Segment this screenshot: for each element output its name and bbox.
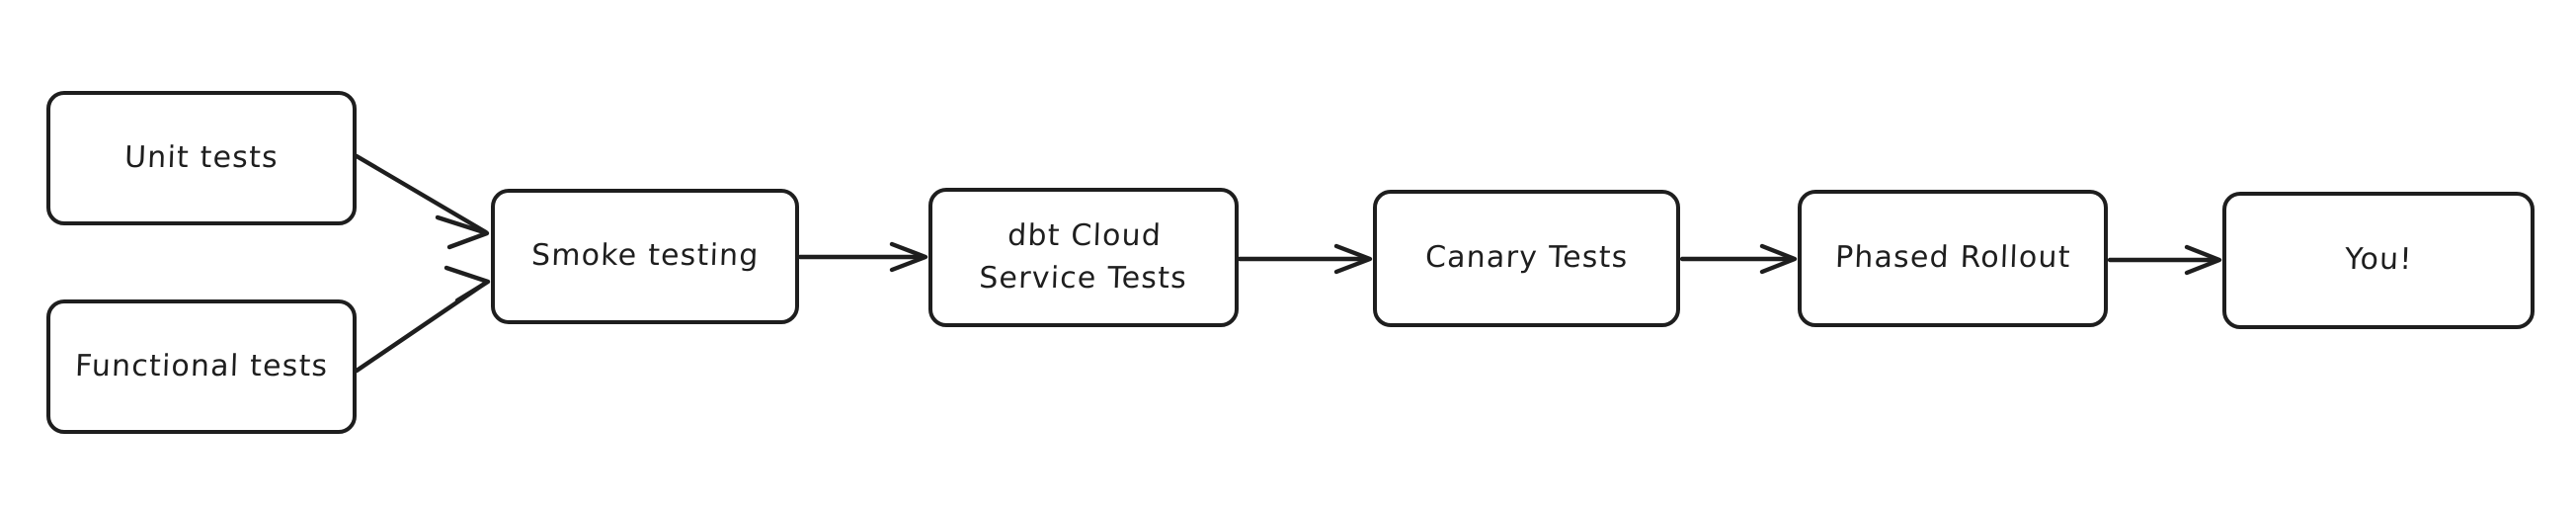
- node-phased-rollout[interactable]: Phased Rollout: [1798, 190, 2108, 327]
- node-functional-tests-label: Functional tests: [74, 348, 329, 383]
- node-canary-tests-label: Canary Tests: [1424, 240, 1629, 276]
- edge-smoke-testing-to-dbt-cloud: [797, 241, 928, 273]
- edge-dbt-cloud-to-canary-tests: [1237, 243, 1373, 275]
- node-functional-tests[interactable]: Functional tests: [46, 299, 357, 434]
- node-unit-tests[interactable]: Unit tests: [46, 91, 357, 225]
- edge-unit-tests-to-smoke-testing: [354, 153, 490, 250]
- edge-canary-tests-to-phased-rollout: [1679, 243, 1798, 275]
- node-dbt-cloud-service-tests-label: dbt Cloud Service Tests: [978, 217, 1188, 296]
- node-dbt-cloud-service-tests[interactable]: dbt Cloud Service Tests: [928, 188, 1239, 327]
- node-canary-tests[interactable]: Canary Tests: [1373, 190, 1680, 327]
- node-you-label: You!: [2344, 242, 2413, 278]
- node-smoke-testing-label: Smoke testing: [530, 238, 760, 274]
- node-you[interactable]: You!: [2222, 192, 2535, 329]
- node-unit-tests-label: Unit tests: [123, 139, 280, 175]
- edge-functional-tests-to-smoke-testing: [354, 265, 491, 374]
- node-smoke-testing[interactable]: Smoke testing: [491, 189, 799, 324]
- node-phased-rollout-label: Phased Rollout: [1834, 240, 2071, 276]
- edge-phased-rollout-to-you: [2107, 244, 2222, 276]
